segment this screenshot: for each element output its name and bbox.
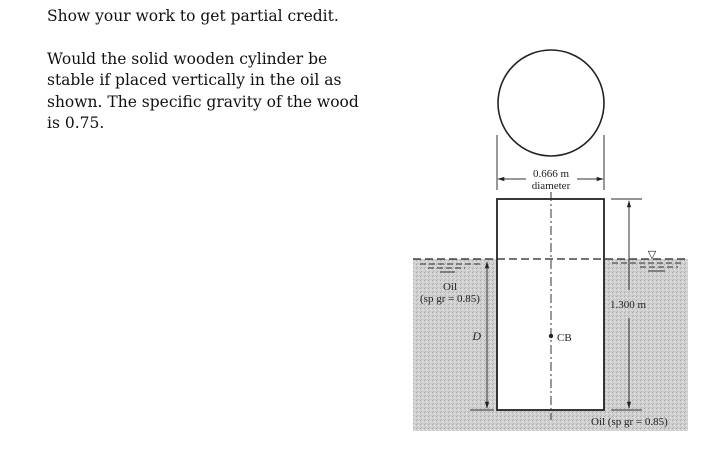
instructions-text: Show your work to get partial credit. xyxy=(47,7,339,25)
oil-label-left-line1: Oil xyxy=(443,281,457,293)
cylinder-top-view-circle xyxy=(497,49,605,157)
problem-line-2: stable if placed vertically in the oil a… xyxy=(47,71,342,89)
oil-label-left-line2: (sp gr = 0.85) xyxy=(420,293,480,305)
height-label: 1.300 m xyxy=(610,299,647,311)
oil-label-bottom: Oil (sp gr = 0.85) xyxy=(591,416,668,428)
problem-line-1: Would the solid wooden cylinder be xyxy=(47,49,328,68)
problem-line-4: is 0.75. xyxy=(47,114,105,132)
question-text-block: Show your work to get partial credit. Wo… xyxy=(47,6,387,135)
free-surface-symbol-icon: ▽ xyxy=(648,249,657,261)
problem-line-3: shown. The specific gravity of the wood xyxy=(47,92,359,111)
diameter-value-label: 0.666 m xyxy=(533,168,570,180)
cb-label: CB xyxy=(557,332,572,344)
depth-label: D xyxy=(471,329,481,343)
center-of-buoyancy-point xyxy=(548,333,554,339)
diameter-word-label: diameter xyxy=(532,180,571,192)
